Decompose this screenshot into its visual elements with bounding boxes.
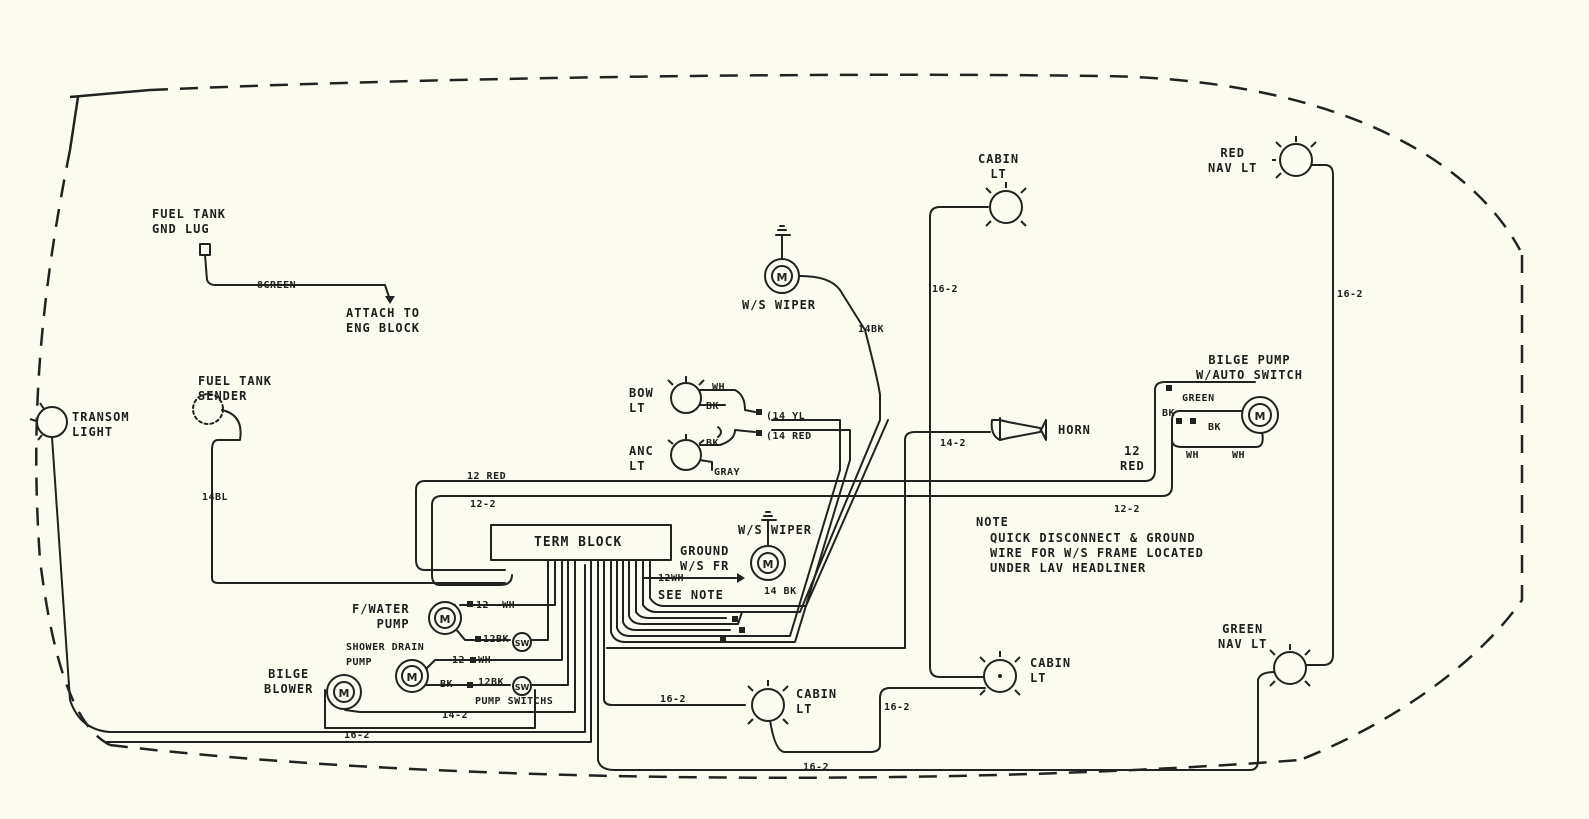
green-8-label: 8GREEN bbox=[257, 280, 297, 291]
cabin-lt-top-lamp bbox=[985, 182, 1027, 227]
fuel-tank-gnd-lug bbox=[199, 243, 395, 304]
cabin-lt-top-label: CABIN LT bbox=[978, 152, 1020, 181]
red12-top-label: 12 RED bbox=[467, 471, 507, 482]
bk14-mid-label: 14 BK bbox=[764, 586, 797, 597]
motor-label: M bbox=[777, 271, 788, 284]
bk14-top-label: 14BK bbox=[858, 324, 885, 335]
ground-ws-fr-label: GROUND W/S FR bbox=[680, 544, 730, 573]
cabin-wires bbox=[769, 206, 989, 753]
wh-bp1-label: WH bbox=[1186, 450, 1200, 461]
anc-lt-lamp bbox=[667, 434, 705, 471]
bk-bp1-label: BK bbox=[1162, 408, 1176, 419]
gauge-16-2-low-label: 16-2 bbox=[344, 730, 371, 741]
see-note-label: SEE NOTE bbox=[658, 588, 724, 602]
wh12-sd-label: 12- WH bbox=[452, 655, 492, 666]
bilge-pump-motor: M bbox=[1241, 396, 1279, 434]
ws-wiper-top-motor: M bbox=[764, 258, 800, 294]
green-bp-label: GREEN bbox=[1182, 393, 1215, 404]
bk12-a-label: 12BK bbox=[483, 634, 510, 645]
cabin-lt-right-lamp bbox=[979, 651, 1021, 696]
loop-wires bbox=[415, 381, 1264, 586]
wh12-pump-label: 12- WH bbox=[476, 600, 516, 611]
wh-bow-label: WH bbox=[712, 382, 726, 393]
bl-14-label: 14BL bbox=[202, 492, 229, 503]
gauge-16-2-bottom-label: 16-2 bbox=[803, 762, 830, 773]
cabin-lt-low-lamp bbox=[747, 680, 789, 725]
horn-symbol bbox=[990, 417, 1047, 441]
gauge-14-2-horn-label: 14-2 bbox=[940, 438, 967, 449]
gauge-12-2-right-label: 12-2 bbox=[1114, 504, 1141, 515]
motor-label: M bbox=[339, 687, 350, 700]
nav-wires bbox=[1304, 164, 1334, 666]
note-title: NOTE bbox=[976, 515, 1009, 529]
bow-anc-wires bbox=[699, 389, 756, 471]
ws-wiper-top-wires bbox=[775, 225, 791, 261]
fuel-tank-gnd-lug-label: FUEL TANK GND LUG bbox=[152, 207, 227, 236]
f-water-pump-label: F/WATER PUMP bbox=[352, 602, 410, 631]
term-block-box bbox=[490, 524, 672, 561]
bk-anc-label: BK bbox=[706, 438, 720, 449]
horn-label: HORN bbox=[1058, 423, 1091, 437]
bilge-blower-label: BILGE BLOWER bbox=[264, 667, 314, 696]
ws-wiper-top-label: W/S WIPER bbox=[742, 298, 817, 312]
shower-drain-pump-motor: M bbox=[395, 659, 429, 693]
motor-label: M bbox=[763, 558, 774, 571]
wh12-label: 12WH bbox=[658, 573, 685, 584]
motor-label: M bbox=[407, 671, 418, 684]
bow-lt-lamp bbox=[667, 376, 705, 414]
motor-label: M bbox=[1255, 410, 1266, 423]
cabin-lt-right-label: CABIN LT bbox=[1030, 656, 1072, 685]
transom-light-label: TRANSOM LIGHT bbox=[72, 410, 130, 439]
switch-label: SW bbox=[515, 639, 530, 648]
red-12-label: 12 RED bbox=[1120, 444, 1145, 473]
pump-switches-label: PUMP SWITCHS bbox=[475, 696, 554, 707]
red14-label: (14 RED bbox=[766, 431, 812, 442]
anc-lt-label: ANC LT bbox=[629, 444, 654, 473]
bilge-pump-label: BILGE PUMP W/AUTO SWITCH bbox=[1196, 353, 1303, 382]
gauge-14-2-low-label: 14-2 bbox=[442, 710, 469, 721]
attach-eng-block-label: ATTACH TO ENG BLOCK bbox=[346, 306, 421, 335]
motor-label: M bbox=[440, 613, 451, 626]
gauge-16-2-b-label: 16-2 bbox=[1337, 289, 1364, 300]
pump-switch-b: SW bbox=[512, 676, 532, 696]
pump-switch-a: SW bbox=[512, 632, 532, 652]
wire-bundle bbox=[104, 275, 1276, 771]
ws-wiper-mid-label: W/S WIPER bbox=[738, 523, 813, 537]
green-nav-lamp bbox=[1269, 644, 1311, 687]
bk12-b-label: 12BK bbox=[478, 677, 505, 688]
term-block-label: TERM BLOCK bbox=[534, 535, 623, 550]
switch-label: SW bbox=[515, 683, 530, 692]
transom-light bbox=[29, 402, 586, 733]
bilge-blower-motor: M bbox=[326, 674, 362, 710]
bk-sd-label: BK bbox=[440, 679, 454, 690]
bk-bow-label: BK bbox=[706, 401, 720, 412]
gauge-12-2-left-label: 12-2 bbox=[470, 499, 497, 510]
red-nav-lamp bbox=[1272, 136, 1317, 179]
hull-outline bbox=[35, 73, 1524, 780]
cabin-lt-low-label: CABIN LT bbox=[796, 687, 838, 716]
red-nav-lt-label: RED NAV LT bbox=[1208, 146, 1258, 175]
bow-lt-label: BOW LT bbox=[629, 386, 654, 415]
green-nav-lt-label: GREEN NAV LT bbox=[1218, 622, 1268, 651]
gauge-16-2-a-label: 16-2 bbox=[932, 284, 959, 295]
fuel-tank-sender-label: FUEL TANK SENDER bbox=[198, 374, 273, 403]
gauge-16-2-cab-label: 16-2 bbox=[884, 702, 911, 713]
bk-bp2-label: BK bbox=[1208, 422, 1222, 433]
yl14-label: (14 YL bbox=[766, 411, 806, 422]
ws-wiper-mid-motor: M bbox=[750, 545, 786, 581]
ws-wiper-mid-wires bbox=[761, 511, 777, 546]
fuel-tank-sender bbox=[192, 393, 506, 584]
note-text: QUICK DISCONNECT & GROUND WIRE FOR W/S F… bbox=[990, 531, 1204, 575]
shower-drain-label: SHOWER DRAIN PUMP bbox=[346, 642, 425, 668]
junction-connectors bbox=[467, 385, 1196, 688]
gray-label: GRAY bbox=[714, 467, 741, 478]
wh-bp2-label: WH bbox=[1232, 450, 1246, 461]
gauge-16-2-mid-label: 16-2 bbox=[660, 694, 687, 705]
f-water-pump-motor: M bbox=[428, 601, 462, 635]
